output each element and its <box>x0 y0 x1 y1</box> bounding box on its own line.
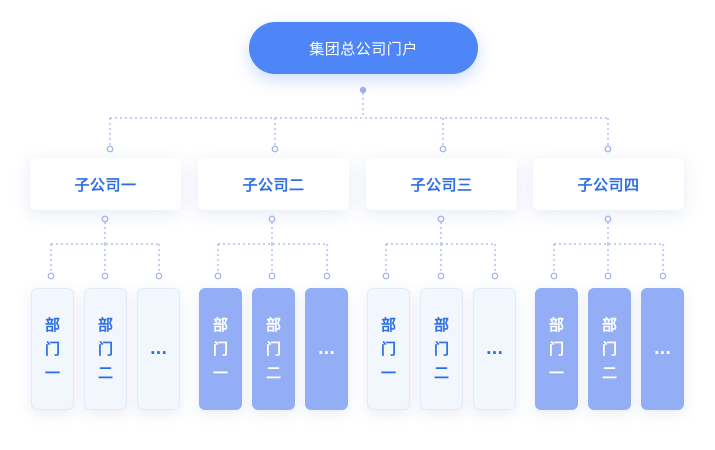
dept-connector-dot <box>550 272 558 280</box>
subsidiary-connector-dot <box>604 145 612 153</box>
subsidiary-bottom-dot <box>101 215 109 223</box>
dept-label-char: 二 <box>601 364 617 382</box>
dept-node-1-1[interactable]: 部门一 <box>31 288 74 410</box>
dept-connector-dot <box>47 272 55 280</box>
dept-label-char: 二 <box>265 364 281 382</box>
dept-label-char: 部 <box>433 316 449 334</box>
dept-node-4-2[interactable]: 部门二 <box>588 288 631 410</box>
root-connector-dot <box>359 86 367 94</box>
subsidiary-bottom-dot <box>268 215 276 223</box>
dept-label-char: 二 <box>433 364 449 382</box>
dept-connector-dot <box>155 272 163 280</box>
dept-label-char: 部 <box>44 316 60 334</box>
dept-node-4-1[interactable]: 部门一 <box>535 288 578 410</box>
dept-label-char: 部 <box>380 316 396 334</box>
dept-label-char: ... <box>485 340 504 358</box>
dept-label-char: 门 <box>601 340 617 358</box>
subsidiary-connector-dot <box>271 145 279 153</box>
dept-label-char: 部 <box>212 316 228 334</box>
dept-connector-dot <box>491 272 499 280</box>
subsidiary-connector-dot <box>439 145 447 153</box>
dept-label-char: 门 <box>265 340 281 358</box>
dept-connector-dot <box>268 272 276 280</box>
dept-node-3-1[interactable]: 部门一 <box>367 288 410 410</box>
dept-label-char: 门 <box>97 340 113 358</box>
dept-node-1-2[interactable]: 部门二 <box>84 288 127 410</box>
dept-connector-dot <box>659 272 667 280</box>
dept-node-3-2[interactable]: 部门二 <box>420 288 463 410</box>
dept-label-char: 门 <box>44 340 60 358</box>
dept-connector-dot <box>437 272 445 280</box>
subsidiary-node-3[interactable]: 子公司三 <box>366 158 517 210</box>
dept-label-char: 门 <box>380 340 396 358</box>
subsidiary-connector-dot <box>106 145 114 153</box>
subsidiary-node-2[interactable]: 子公司二 <box>198 158 349 210</box>
dept-label-char: 一 <box>212 364 228 382</box>
dept-connector-dot <box>323 272 331 280</box>
dept-connector-dot <box>101 272 109 280</box>
dept-label-char: 部 <box>265 316 281 334</box>
subsidiary-bottom-dot <box>604 215 612 223</box>
dept-label-char: 一 <box>548 364 564 382</box>
subsidiary-node-4[interactable]: 子公司四 <box>533 158 684 210</box>
dept-label-char: 部 <box>97 316 113 334</box>
dept-label-char: 门 <box>212 340 228 358</box>
dept-label-char: 一 <box>44 364 60 382</box>
dept-label-char: 部 <box>601 316 617 334</box>
dept-node-1-more[interactable]: ... <box>137 288 180 410</box>
dept-label-char: 二 <box>97 364 113 382</box>
dept-node-2-more[interactable]: ... <box>305 288 348 410</box>
dept-node-3-more[interactable]: ... <box>473 288 516 410</box>
dept-label-char: 门 <box>548 340 564 358</box>
dept-node-2-1[interactable]: 部门一 <box>199 288 242 410</box>
subsidiary-bottom-dot <box>437 215 445 223</box>
dept-connector-dot <box>604 272 612 280</box>
subsidiary-node-1[interactable]: 子公司一 <box>30 158 181 210</box>
dept-label-char: 一 <box>380 364 396 382</box>
dept-label-char: 部 <box>548 316 564 334</box>
dept-connector-dot <box>214 272 222 280</box>
dept-label-char: ... <box>149 340 168 358</box>
dept-connector-dot <box>382 272 390 280</box>
dept-label-char: 门 <box>433 340 449 358</box>
dept-label-char: ... <box>317 340 336 358</box>
dept-label-char: ... <box>653 340 672 358</box>
dept-node-2-2[interactable]: 部门二 <box>252 288 295 410</box>
root-node[interactable]: 集团总公司门户 <box>249 22 478 74</box>
dept-node-4-more[interactable]: ... <box>641 288 684 410</box>
